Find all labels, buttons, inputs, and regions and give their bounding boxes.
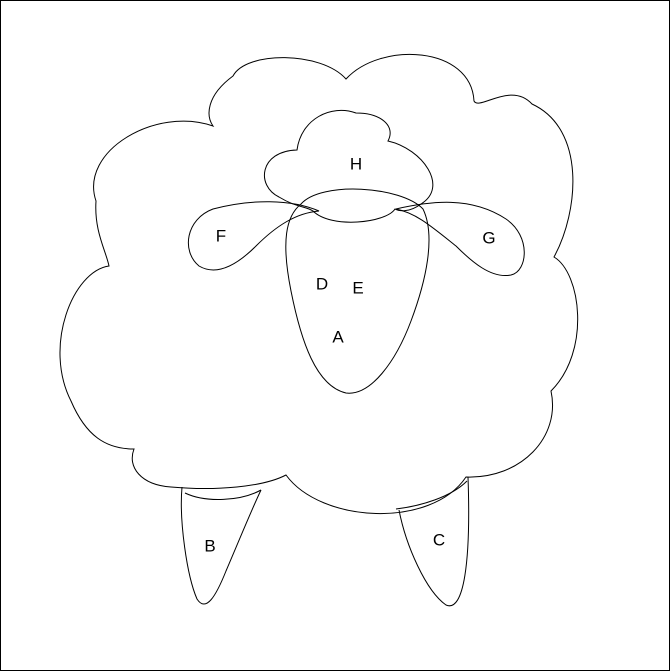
label-d: D <box>316 274 328 293</box>
left-ear-outline <box>188 202 319 270</box>
label-a: A <box>332 327 344 346</box>
label-h: H <box>350 154 362 173</box>
right-ear-outline <box>396 202 524 275</box>
label-f: F <box>216 226 226 245</box>
label-g: G <box>482 228 495 247</box>
label-c: C <box>433 530 445 549</box>
label-b: B <box>204 536 215 555</box>
label-e: E <box>352 278 363 297</box>
head-tuft-outline <box>264 110 432 222</box>
right-leg-top-curve <box>396 481 467 509</box>
left-leg-top-curve <box>185 490 261 499</box>
left-leg-outline <box>181 487 261 604</box>
